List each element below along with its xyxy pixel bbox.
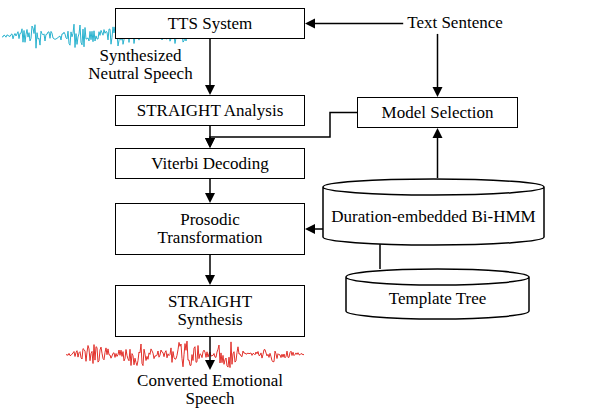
speech-label: Converted Emotional Speech (135, 372, 285, 408)
arrowhead (205, 275, 215, 285)
process-box: Model Selection (357, 97, 518, 128)
arrowhead (205, 138, 215, 148)
connector-line (209, 39, 211, 87)
database-cylinder: Duration-embedded Bi-HMM (322, 178, 545, 246)
connector-line (209, 255, 211, 277)
process-box: Prosodic Transformation (115, 203, 305, 255)
flow-arrow (433, 128, 443, 178)
node-text: Duration-embedded Bi-HMM (331, 208, 535, 226)
flow-arrow (205, 39, 215, 95)
connector-line (437, 136, 439, 178)
flow-arrow (205, 255, 215, 285)
node-text: TTS System (168, 15, 253, 33)
speech-label: Synthesized Neutral Speech (78, 47, 203, 83)
flow-arrow (433, 34, 443, 97)
arrowhead (433, 87, 443, 97)
emotional-waveform (66, 341, 304, 368)
cylinder-path (346, 269, 529, 319)
connector-line (437, 34, 439, 89)
process-box: STRAIGHT Analysis (115, 95, 305, 126)
arrowhead (433, 128, 443, 138)
connector-line (209, 179, 211, 195)
input-text: Text Sentence (385, 10, 525, 36)
output-arrow (209, 337, 211, 362)
flow-arrow (205, 179, 215, 203)
arrowhead (205, 85, 215, 95)
node-text: Text Sentence (407, 14, 503, 32)
node-text: Viterbi Decoding (151, 155, 268, 173)
arrowhead (205, 193, 215, 203)
node-text: Template Tree (389, 290, 486, 308)
process-box: STRAIGHT Synthesis (115, 285, 305, 337)
process-box: TTS System (115, 8, 305, 39)
flow-arrow (305, 19, 403, 29)
node-text: STRAIGHT Synthesis (155, 293, 265, 329)
process-box: Viterbi Decoding (115, 148, 305, 179)
connector-line (313, 23, 403, 25)
node-text: Prosodic Transformation (148, 211, 273, 247)
database-cylinder: Template Tree (345, 268, 530, 320)
arrowhead (305, 224, 315, 234)
node-text: STRAIGHT Analysis (137, 102, 284, 120)
arrowhead (305, 19, 315, 29)
node-text: Model Selection (382, 104, 494, 122)
output-arrowhead (205, 360, 215, 370)
cylinder-path (323, 179, 544, 245)
arrowhead (205, 138, 215, 148)
